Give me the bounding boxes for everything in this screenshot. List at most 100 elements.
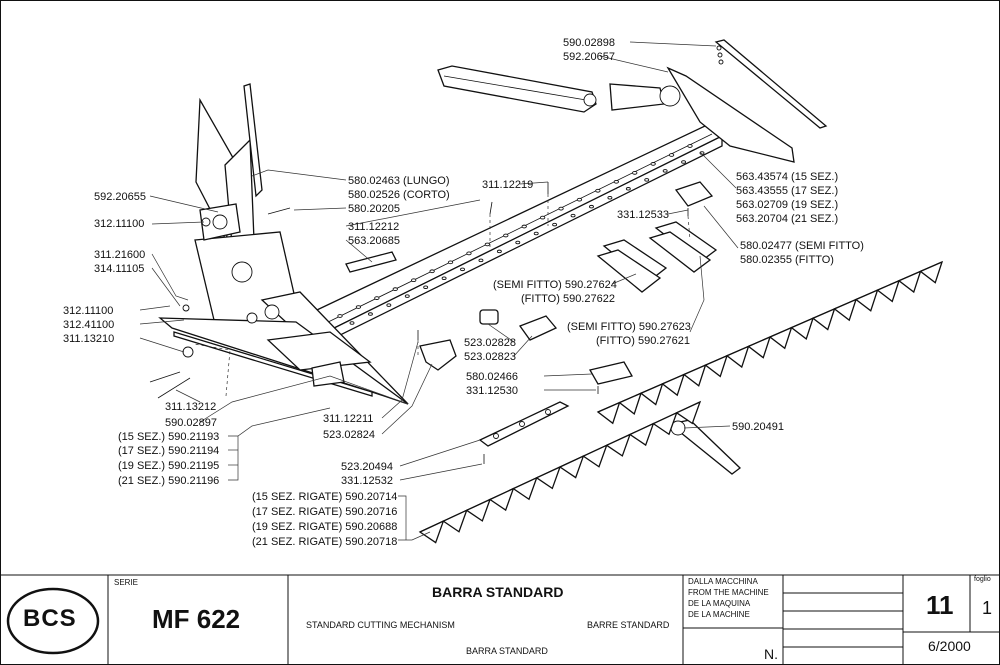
bar-hole: [496, 249, 502, 254]
from-machine-4: DE LA MACHINE: [688, 610, 750, 619]
bar-hole: [570, 213, 576, 218]
knife-section: [876, 279, 901, 303]
part-label: 580.02463 (LUNGO): [348, 175, 450, 187]
bolts: [149, 182, 689, 464]
part-label: 311.13212: [165, 401, 216, 413]
knife-section: [833, 298, 858, 322]
subtitle-es: BARRA STANDARD: [466, 646, 548, 656]
part-label: (15 SEZ.) 590.21193: [118, 431, 219, 443]
part-label: (21 SEZ.) 590.21196: [118, 475, 219, 487]
bar-hole: [411, 278, 417, 283]
bar-hole: [576, 197, 583, 202]
leader-lines: [139, 41, 739, 541]
bar-hole: [429, 269, 435, 274]
part-label: 312.41100: [63, 319, 114, 331]
knife-section: [535, 465, 562, 490]
part-label: 580.02355 (FITTO): [740, 254, 834, 266]
part-label: 312.11100: [94, 218, 144, 230]
knife-guard-2: [648, 221, 718, 273]
part-label: 580.02466: [466, 371, 518, 383]
part-label: 590.02897: [165, 417, 217, 429]
bar-hole: [423, 285, 429, 289]
part-label: 592.20657: [563, 51, 615, 63]
part-label: (SEMI FITTO) 590.27623: [567, 321, 691, 333]
bcs-logo-ring: [6, 587, 100, 655]
part-label: (17 SEZ. RIGATE) 590.20716: [252, 506, 397, 518]
bar-hole: [644, 178, 650, 182]
part-label: 314.11105: [94, 263, 144, 275]
from-machine-2: FROM THE MACHINE: [688, 588, 769, 597]
bar-hole: [460, 267, 465, 272]
knife-section: [725, 345, 750, 369]
part-label: 523.02823: [464, 351, 516, 363]
model-name: MF 622: [152, 604, 241, 634]
knife-section: [811, 307, 836, 331]
bar-hole: [447, 260, 454, 265]
bar-hole: [595, 188, 601, 193]
clip-523-02824: [419, 339, 457, 371]
part-label: 563.20685: [348, 235, 400, 247]
knife-section: [854, 288, 879, 312]
bar-hole: [552, 222, 558, 227]
knife-section: [512, 476, 538, 501]
bar-hole: [632, 170, 638, 175]
bar-hole: [478, 258, 484, 263]
part-label: 523.02828: [464, 337, 516, 349]
bar-hole: [515, 240, 521, 245]
knife-sections-lower: [418, 400, 702, 544]
knife-section: [596, 401, 621, 425]
knife-back-bar: [478, 401, 570, 447]
knife-section: [661, 373, 686, 397]
part-label: (19 SEZ.) 590.21195: [118, 460, 219, 472]
part-label: 590.02898: [563, 37, 615, 49]
knife-section: [488, 487, 515, 512]
n-label: N.: [764, 646, 778, 662]
bar-hole: [355, 305, 362, 309]
knife-section: [768, 326, 793, 350]
part-label: (21 SEZ. RIGATE) 590.20718: [252, 536, 397, 548]
bar-hole: [539, 215, 546, 220]
serie-label: SERIE: [114, 578, 139, 587]
plate-563-20685: [345, 251, 397, 273]
grass-board: [437, 39, 828, 163]
knife-section: [652, 411, 678, 436]
bar-holes: [337, 144, 705, 325]
bar-hole: [484, 242, 491, 247]
table-number: 11: [926, 590, 954, 620]
bar-hole: [404, 294, 410, 298]
bar-hole: [650, 162, 656, 166]
part-label: 331.12533: [617, 209, 669, 221]
clip-523-02828: [479, 309, 499, 325]
part-label: 311.13210: [63, 333, 114, 345]
part-label: 580.02477 (SEMI FITTO): [740, 240, 864, 252]
bar-hole: [337, 314, 343, 318]
bar-hole: [687, 144, 693, 148]
knife-section: [682, 363, 707, 387]
knife-section: [919, 260, 944, 284]
knife-section: [675, 400, 702, 425]
plate-580-02477: [674, 181, 714, 207]
part-label: (17 SEZ.) 590.21194: [118, 445, 219, 457]
part-label: 311.21600: [94, 249, 145, 261]
knife-section: [618, 392, 643, 416]
bar-hole: [466, 251, 472, 256]
revision-date: 6/2000: [928, 638, 971, 654]
part-label: 331.12532: [341, 475, 393, 487]
page-title: BARRA STANDARD: [432, 584, 564, 600]
bar-hole: [349, 321, 355, 325]
knife-section: [628, 422, 655, 447]
knife-guard-1: [596, 239, 668, 293]
clip-523-02823: [518, 315, 558, 341]
part-label: 590.20491: [732, 421, 784, 433]
part-label: 523.20494: [341, 461, 393, 473]
bar-hole: [533, 231, 539, 236]
title-block-grid: [0, 574, 1000, 665]
bar-hole: [386, 303, 392, 307]
part-label: (FITTO) 590.27621: [596, 335, 690, 347]
bar-hole: [374, 296, 380, 300]
part-label: 592.20655: [94, 191, 146, 203]
knife-section: [790, 317, 815, 341]
sheet-number: 1: [982, 598, 993, 618]
part-label: 311.12211: [323, 413, 373, 425]
